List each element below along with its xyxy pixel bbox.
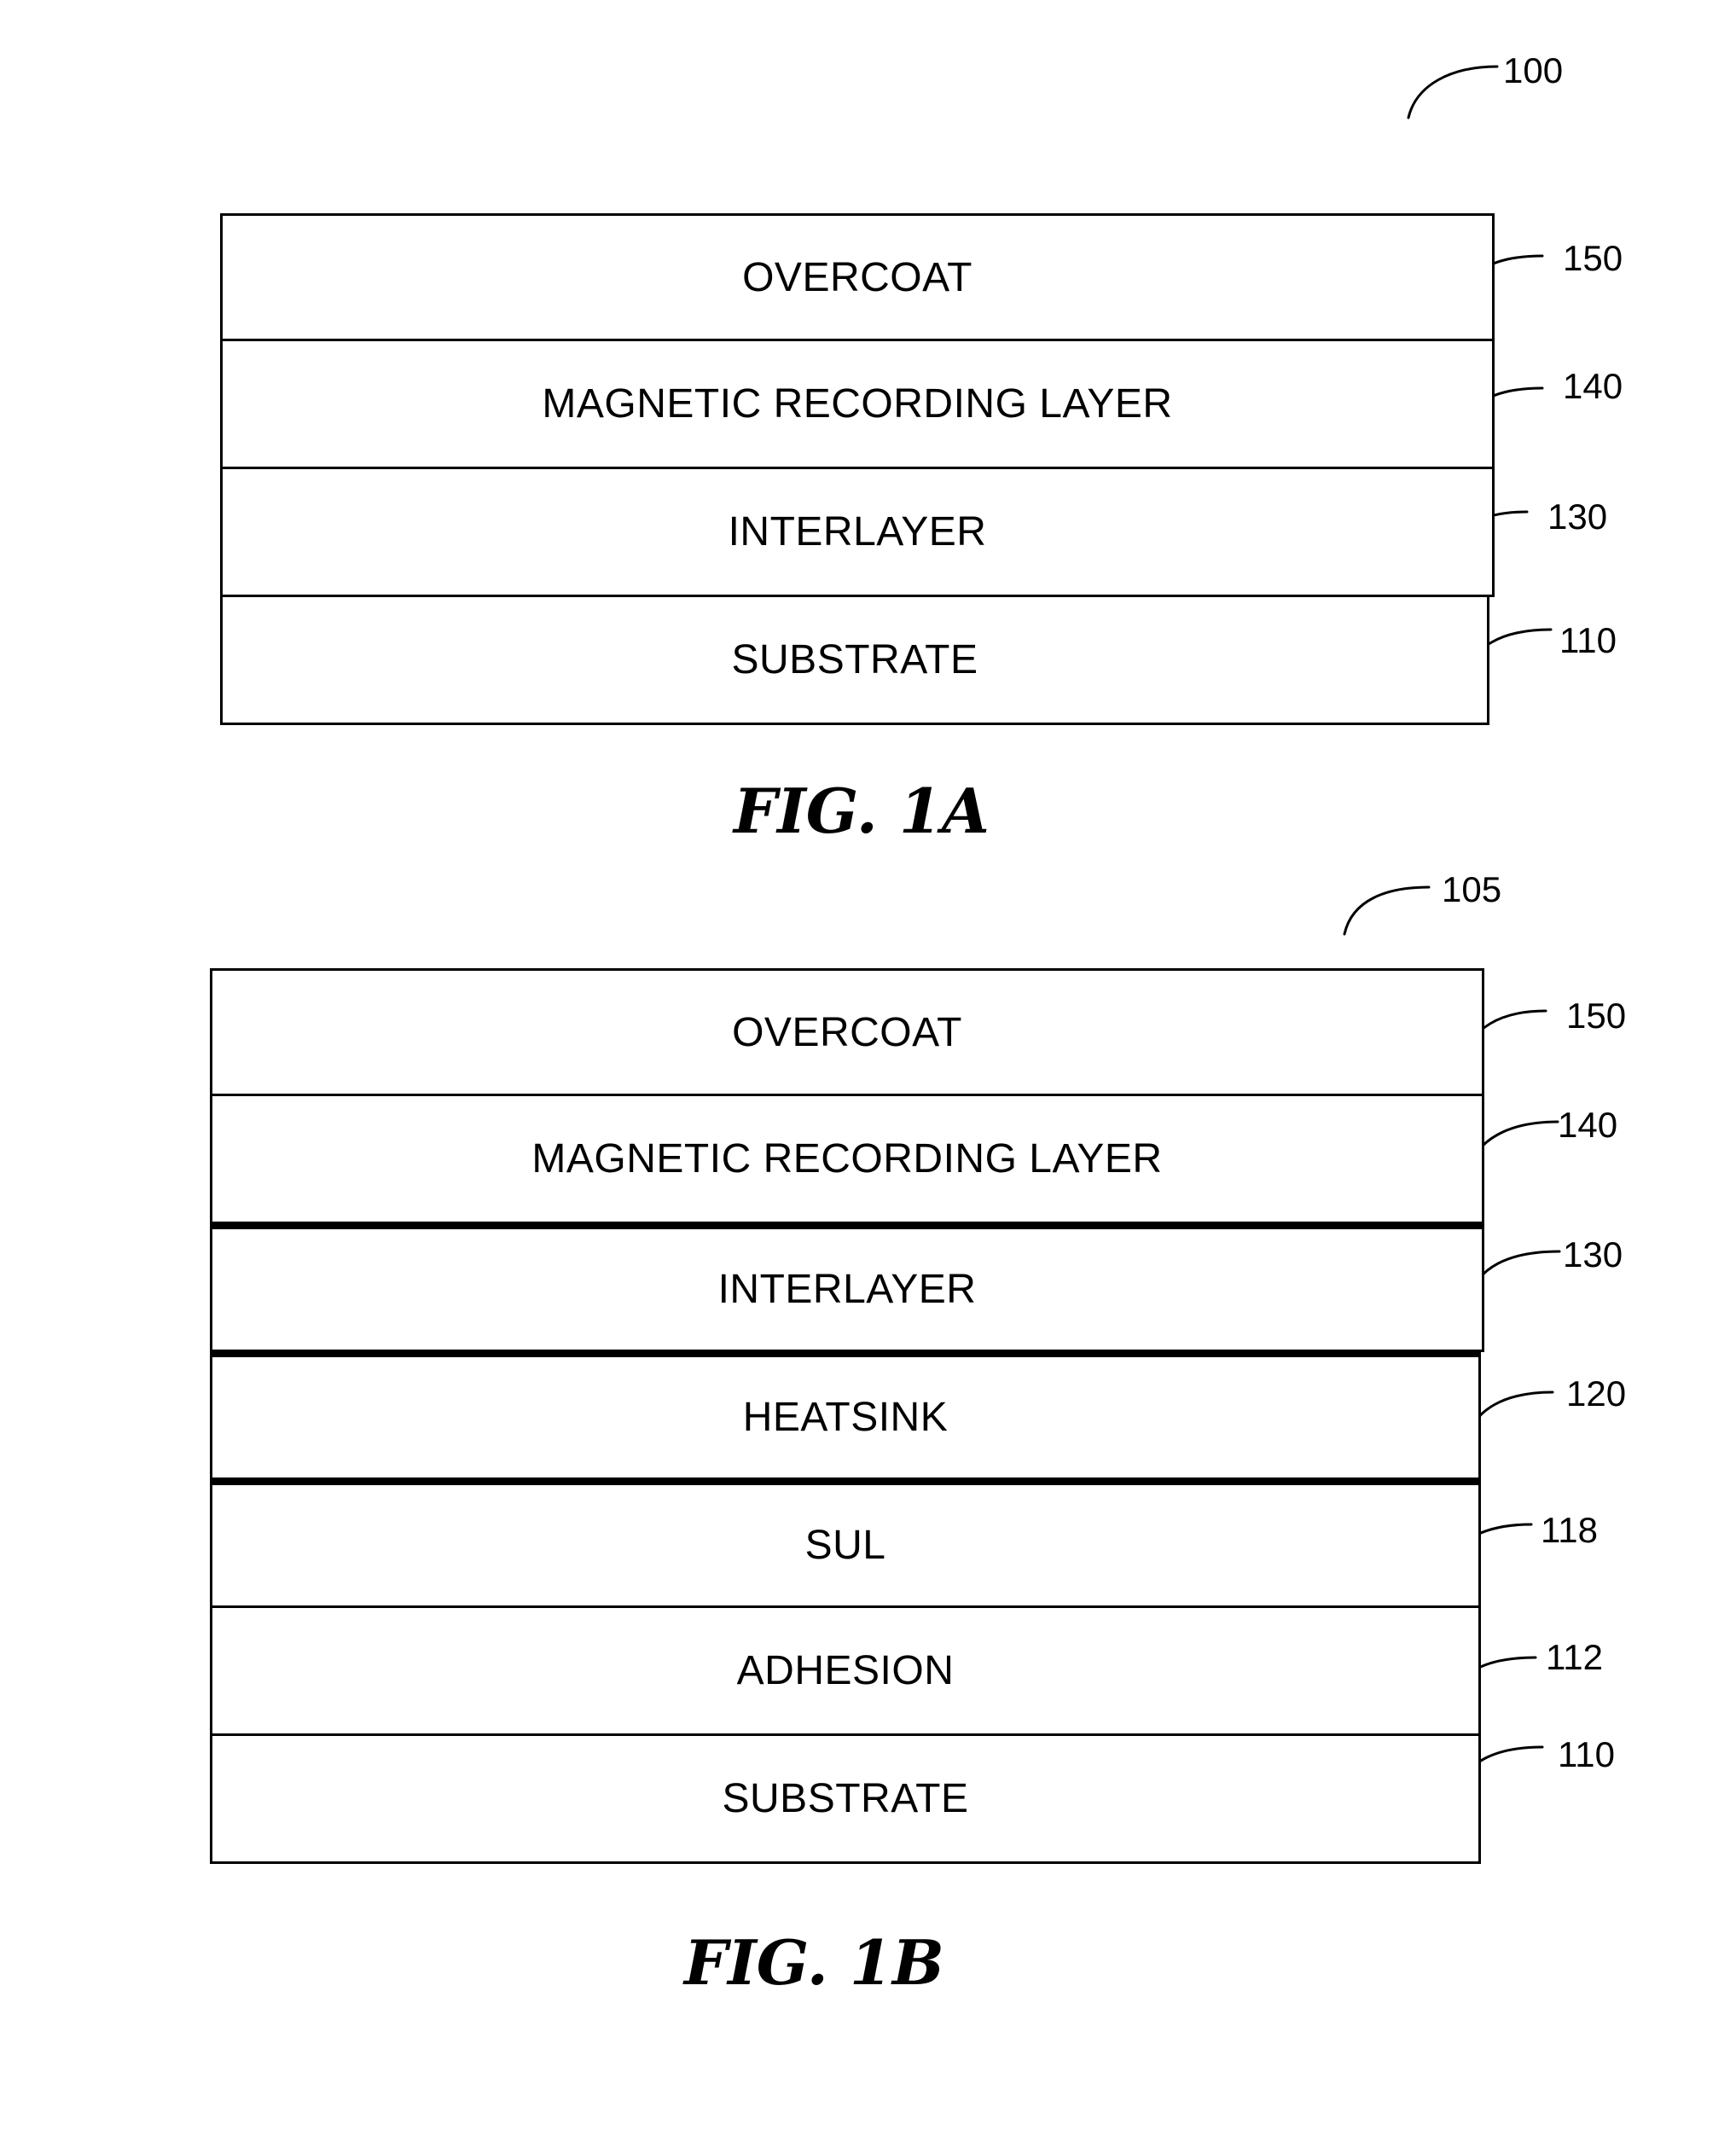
layer-sul: SUL — [210, 1480, 1481, 1608]
ref-numeral-1b-112: 112 — [1546, 1640, 1603, 1675]
figure-title-1b: FIG. 1B — [684, 1932, 944, 1994]
layer-stack-fig-1a: OVERCOAT MAGNETIC RECORDING LAYER INTERL… — [220, 213, 1495, 725]
ref-numeral-1b-110: 110 — [1558, 1737, 1615, 1773]
layer-interlayer: INTERLAYER — [220, 469, 1495, 597]
ref-numeral-100: 100 — [1503, 53, 1563, 89]
layer-magnetic-recording: MAGNETIC RECORDING LAYER — [210, 1096, 1484, 1224]
layer-magnetic-recording: MAGNETIC RECORDING LAYER — [220, 341, 1495, 469]
ref-numeral-1a-140: 140 — [1563, 369, 1623, 404]
leader-line-100 — [1408, 67, 1497, 118]
layer-interlayer: INTERLAYER — [210, 1224, 1484, 1352]
layer-overcoat: OVERCOAT — [220, 213, 1495, 341]
layer-substrate: SUBSTRATE — [220, 597, 1489, 725]
leader-line-105 — [1344, 887, 1429, 934]
ref-numeral-1b-150: 150 — [1566, 998, 1626, 1034]
ref-numeral-1a-150: 150 — [1563, 241, 1623, 276]
layer-adhesion: ADHESION — [210, 1608, 1481, 1736]
ref-numeral-1b-118: 118 — [1541, 1512, 1598, 1548]
layer-overcoat: OVERCOAT — [210, 968, 1484, 1096]
layer-stack-fig-1b: OVERCOAT MAGNETIC RECORDING LAYER INTERL… — [210, 968, 1484, 1864]
ref-numeral-105: 105 — [1442, 872, 1501, 908]
ref-numeral-1a-110: 110 — [1559, 623, 1617, 659]
ref-numeral-1b-120: 120 — [1566, 1376, 1626, 1412]
ref-numeral-1b-130: 130 — [1563, 1237, 1623, 1273]
layer-substrate: SUBSTRATE — [210, 1736, 1481, 1864]
figure-title-1a: FIG. 1A — [734, 781, 990, 842]
layer-heatsink: HEATSINK — [210, 1352, 1481, 1480]
ref-numeral-1a-130: 130 — [1547, 499, 1607, 535]
ref-numeral-1b-140: 140 — [1558, 1107, 1617, 1143]
